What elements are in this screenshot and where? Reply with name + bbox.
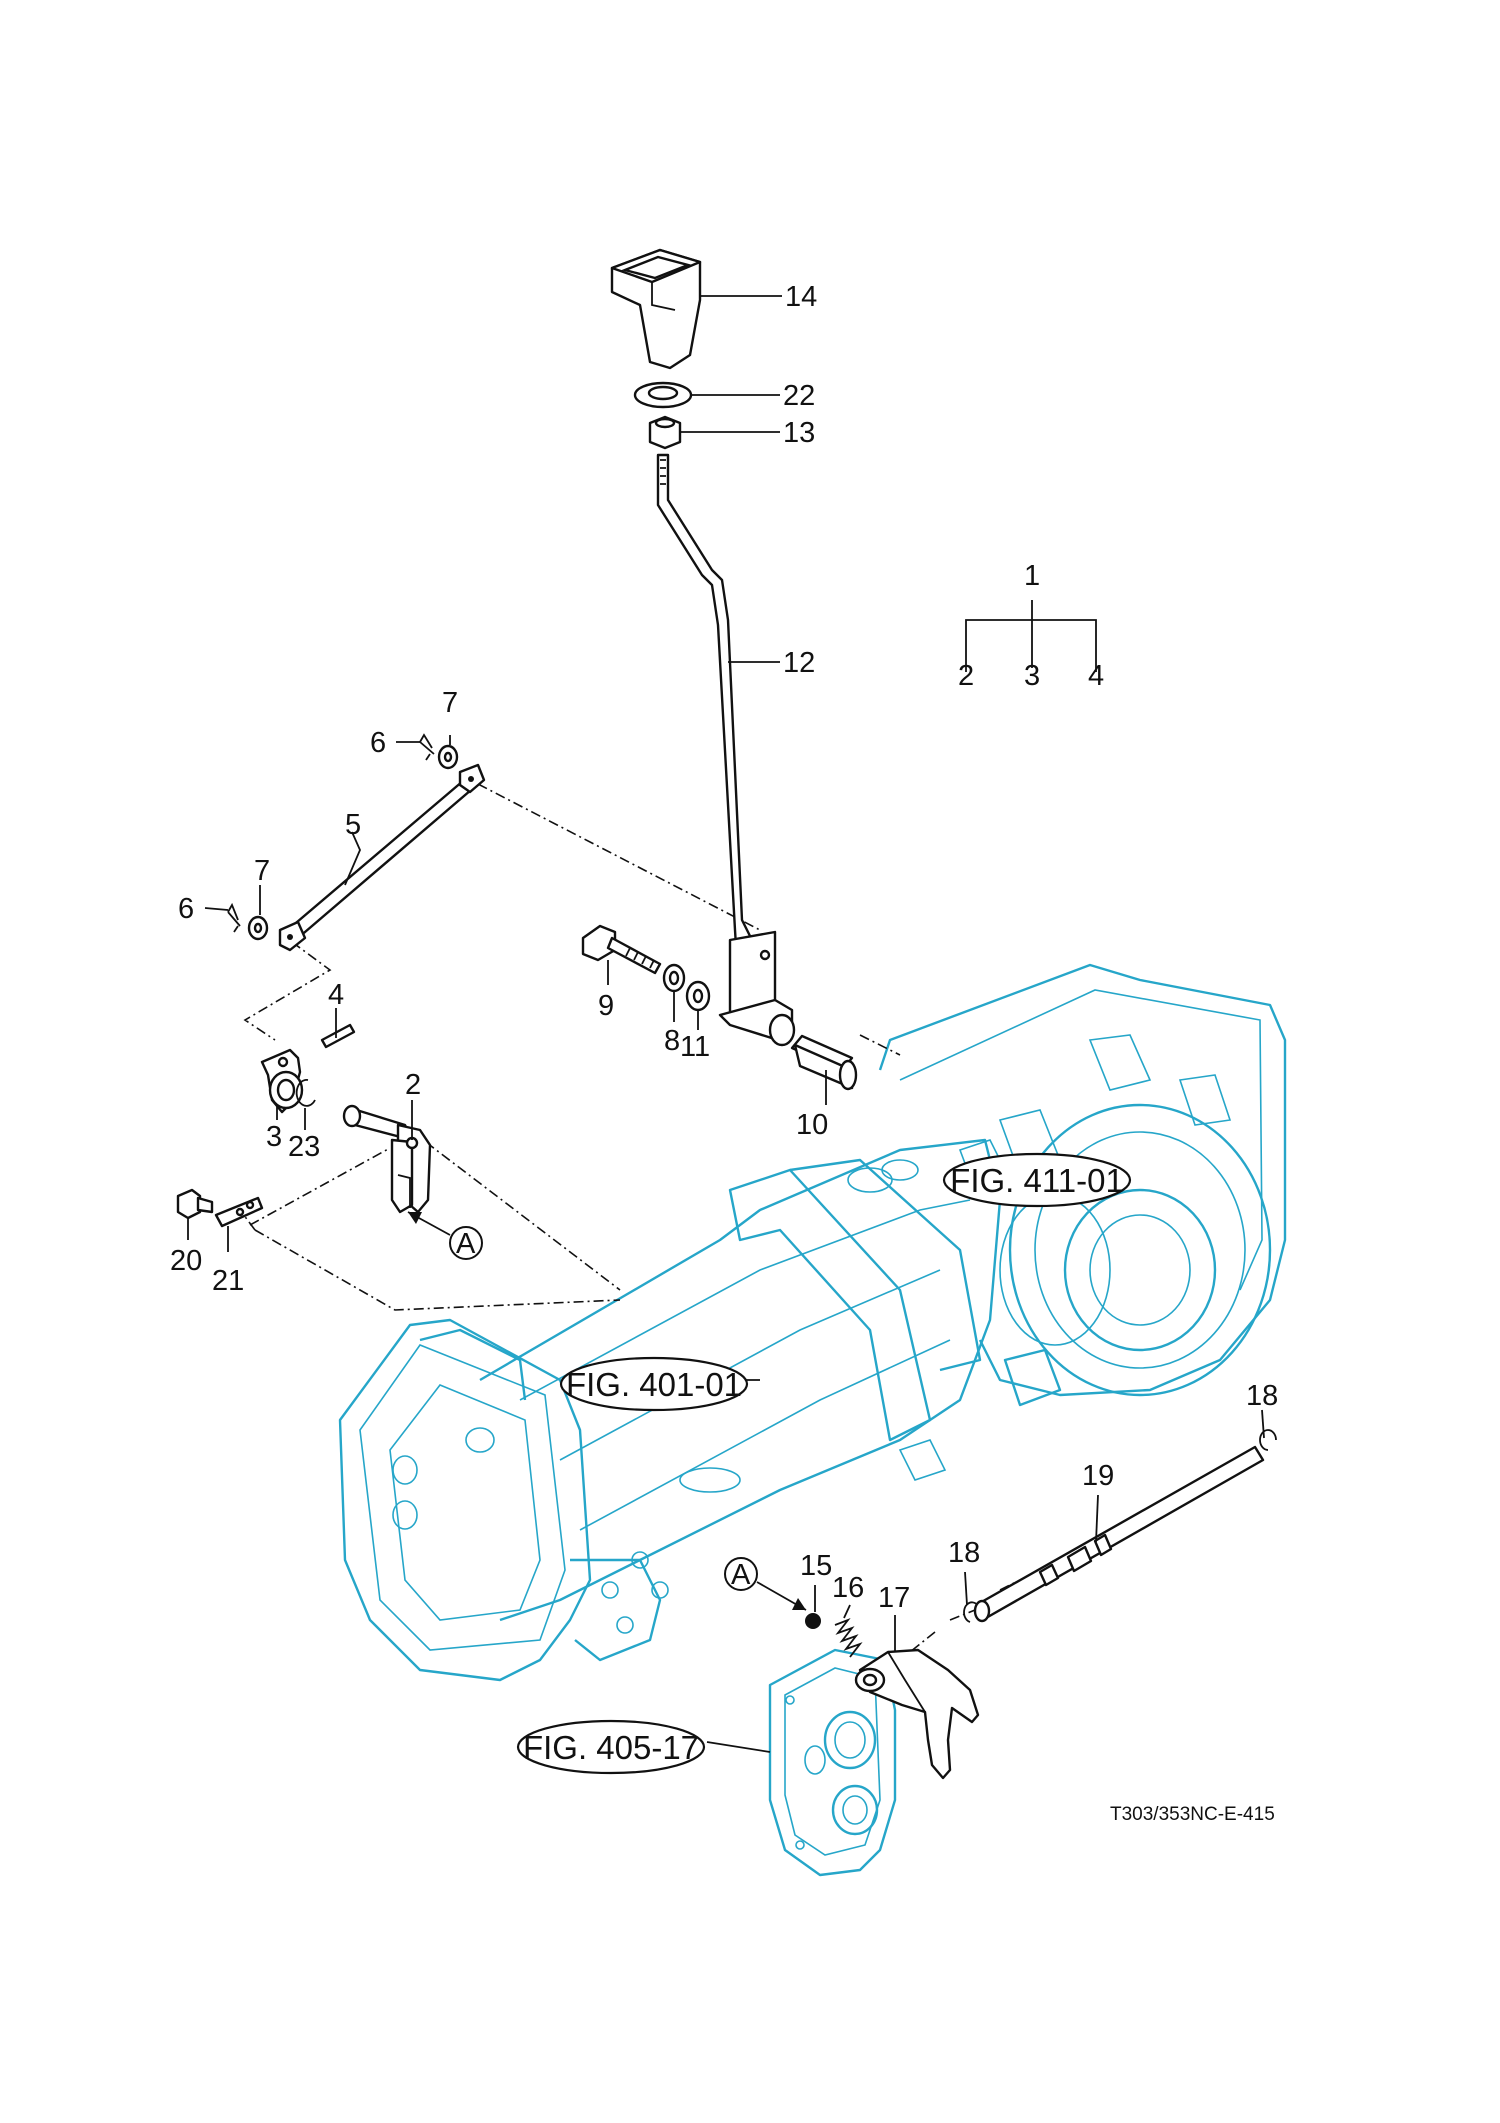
washer-7-lower <box>247 915 269 941</box>
callout-14: 14 <box>785 281 817 313</box>
drawing-code: T303/353NC-E-415 <box>1110 1804 1275 1825</box>
ref-letter-a-lower: A <box>731 1559 751 1591</box>
washer-22 <box>633 381 693 409</box>
clip-6-upper <box>419 733 435 761</box>
shift-lever-12 <box>656 453 796 1047</box>
washer-8 <box>662 963 686 993</box>
figure-reference-401[interactable]: FIG. 401-01 <box>559 1356 749 1412</box>
callout-bracket-3: 3 <box>1024 660 1040 692</box>
pin-4 <box>320 1023 356 1049</box>
callout-3: 3 <box>266 1121 282 1153</box>
callout-18-lower: 18 <box>948 1537 980 1569</box>
callout-5: 5 <box>345 809 361 841</box>
callout-7-upper: 7 <box>442 687 458 719</box>
callout-12: 12 <box>783 647 815 679</box>
callout-11: 11 <box>680 1031 710 1063</box>
callout-18-upper: 18 <box>1246 1380 1278 1412</box>
plate-21 <box>214 1196 264 1228</box>
callout-21: 21 <box>212 1265 244 1297</box>
figure-reference-411[interactable]: FIG. 411-01 <box>942 1152 1132 1208</box>
nut-13 <box>648 415 682 450</box>
shift-shaft-2 <box>342 1104 432 1214</box>
leader-lines <box>187 295 1265 1753</box>
bolt-9 <box>581 924 662 975</box>
figure-reference-411-label: FIG. 411-01 <box>950 1162 1124 1199</box>
callout-13: 13 <box>783 417 815 449</box>
callout-8: 8 <box>664 1025 680 1057</box>
callout-20: 20 <box>170 1245 202 1277</box>
callout-22: 22 <box>783 380 815 412</box>
bushing-10 <box>790 1034 858 1091</box>
bolt-20 <box>176 1188 214 1220</box>
callout-10: 10 <box>796 1109 828 1141</box>
clip-18-upper <box>1259 1429 1277 1451</box>
ref-arrow-a-upper <box>407 1211 483 1260</box>
callout-17: 17 <box>878 1582 910 1614</box>
shift-rod-5 <box>278 763 486 952</box>
callout-bracket-4: 4 <box>1088 660 1104 692</box>
callout-15: 15 <box>800 1550 832 1582</box>
ref-arrow-a-lower <box>724 1557 807 1611</box>
callout-4: 4 <box>328 979 344 1011</box>
callout-23: 23 <box>288 1131 320 1163</box>
figure-reference-405[interactable]: FIG. 405-17 <box>516 1719 706 1775</box>
spring-16 <box>834 1618 863 1658</box>
shift-shaft-19 <box>973 1445 1265 1623</box>
shift-arm-3 <box>260 1048 304 1114</box>
callout-bracket-2: 2 <box>958 660 974 692</box>
callout-7-lower: 7 <box>254 855 270 887</box>
callout-9: 9 <box>598 990 614 1022</box>
snap-ring-23 <box>295 1079 316 1107</box>
shift-knob <box>610 248 702 370</box>
callout-2: 2 <box>405 1069 421 1101</box>
figure-reference-405-label: FIG. 405-17 <box>523 1729 699 1766</box>
callout-numbers: 14 22 13 12 1 2 3 4 7 6 5 7 6 4 9 8 11 1… <box>170 281 1278 1614</box>
callout-16: 16 <box>832 1572 864 1604</box>
callout-6-lower: 6 <box>178 893 194 925</box>
callout-19: 19 <box>1082 1460 1114 1492</box>
washer-7-upper <box>437 744 459 770</box>
ball-15 <box>805 1613 821 1629</box>
ref-letter-a-upper: A <box>456 1228 476 1260</box>
shift-fork-17 <box>854 1648 980 1780</box>
assembly-dash-lines <box>239 783 1041 1661</box>
callout-1: 1 <box>1024 560 1040 592</box>
callout-6-upper: 6 <box>370 727 386 759</box>
washer-11 <box>685 980 711 1012</box>
figure-reference-401-label: FIG. 401-01 <box>566 1366 742 1403</box>
clip-6-lower <box>227 902 241 933</box>
